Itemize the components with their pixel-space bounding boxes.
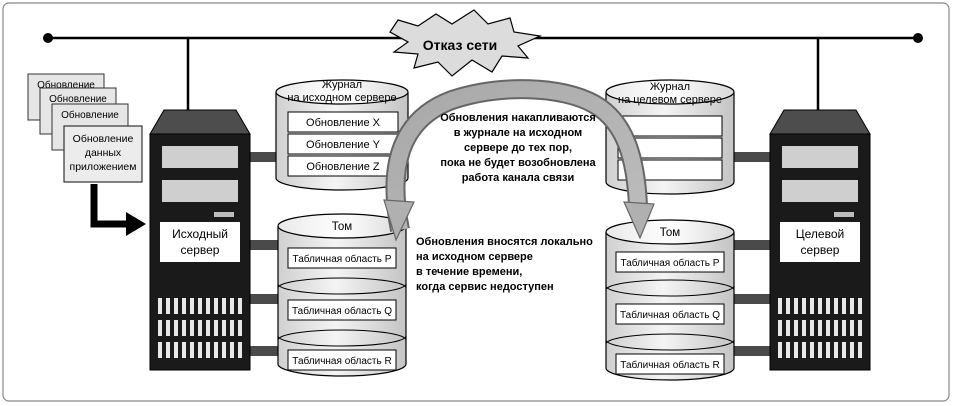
tablespace-label: Табличная область R — [620, 359, 719, 371]
network-failure-burst: Отказ сети — [389, 9, 543, 77]
source-journal: Журнал на исходном сервере Обновление X … — [275, 79, 409, 191]
annotation-accumulate-line: пока не будет возобновлена — [440, 157, 596, 169]
source-server-vents — [158, 298, 242, 358]
tablespace-label: Табличная область R — [292, 355, 391, 367]
target-server: Целевой сервер — [769, 109, 871, 371]
network-failure-label: Отказ сети — [423, 37, 497, 53]
tablespace-box — [615, 251, 725, 273]
tablespace-box — [615, 303, 725, 325]
tablespace-label: Табличная область Q — [292, 305, 392, 317]
target-volume: Том Табличная область P Табличная област… — [605, 219, 735, 381]
annotation-local-line: когда сервис недоступен — [416, 281, 554, 293]
document-front-line-2: данных — [85, 147, 122, 159]
tablespace-box — [287, 349, 397, 371]
annotation-accumulate-line: в журнале на исходном — [454, 127, 582, 139]
storage-connectors — [250, 152, 774, 356]
annotation-accumulate: Обновления накапливаются в журнале на ис… — [440, 112, 596, 184]
journal-entry-label: Обновление Y — [306, 139, 381, 151]
target-server-label-line-1: Целевой — [796, 227, 844, 241]
source-volume-title: Том — [332, 221, 353, 233]
journal-slot — [617, 115, 723, 137]
journal-entry-label: Обновление Z — [306, 161, 380, 173]
source-journal-title-line-2: на исходном сервере — [287, 92, 396, 104]
annotation-local-line: Обновления вносятся локально — [416, 236, 593, 248]
annotation-local: Обновления вносятся локально на исходном… — [416, 236, 593, 293]
annotation-accumulate-line: сервере до тех пор, — [464, 142, 572, 154]
target-server-label-line-2: сервер — [801, 243, 840, 257]
tablespace-label: Табличная область P — [621, 257, 720, 269]
tablespace-box — [287, 247, 397, 269]
source-server-label-line-2: сервер — [181, 243, 220, 257]
tablespace-label: Табличная область Q — [620, 309, 720, 321]
annotation-local-line: на исходном сервере — [416, 251, 533, 263]
target-server-label-box — [780, 222, 860, 262]
journal-entry-label: Обновление X — [306, 117, 381, 129]
update-documents: Обновление Обновление Обновление Обновле… — [27, 73, 143, 183]
tablespace-label: Табличная область P — [293, 253, 392, 265]
target-server-vents — [778, 298, 862, 358]
annotation-local-line: в течение времени, — [416, 266, 522, 278]
document-label: Обновление — [49, 93, 107, 105]
annotation-accumulate-line: работа канала связи — [462, 172, 575, 184]
document-front-line-3: приложением — [70, 161, 137, 173]
tablespace-box — [615, 353, 725, 375]
source-server-label-box — [160, 222, 240, 262]
input-arrow — [90, 184, 146, 236]
document-label: Обновление — [61, 109, 119, 121]
source-journal-title-line-1: Журнал — [322, 79, 362, 91]
source-server: Исходный сервер — [149, 109, 251, 371]
source-server-label-line-1: Исходный — [172, 227, 228, 241]
annotation-accumulate-line: Обновления накапливаются — [440, 112, 596, 124]
document-front-line-1: Обновление — [73, 133, 134, 145]
journal-entry — [287, 111, 399, 133]
target-volume-title: Том — [660, 227, 681, 239]
target-journal-title-line-1: Журнал — [650, 81, 690, 93]
replication-flow-arrow — [383, 79, 655, 242]
source-volume: Том Табличная область P Табличная област… — [277, 213, 407, 377]
target-journal-title-line-2: на целевом сервере — [618, 94, 722, 106]
tablespace-box — [287, 299, 397, 321]
